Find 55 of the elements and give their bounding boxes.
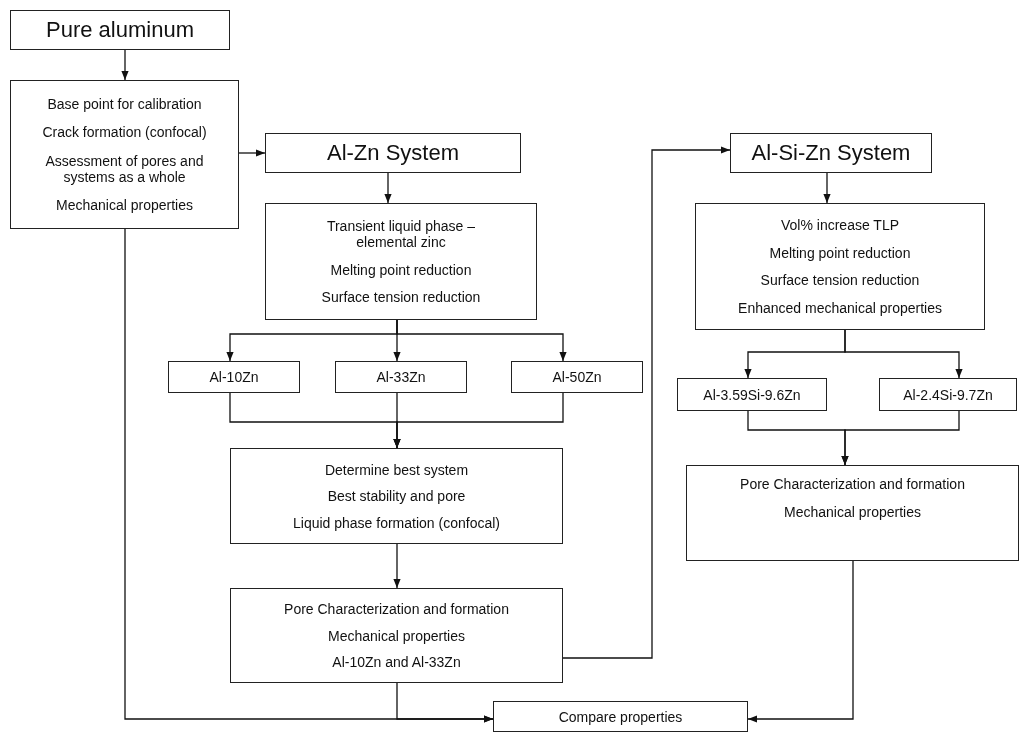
arrow	[393, 543, 401, 589]
bullet-text: Crack formation (confocal)	[42, 124, 207, 141]
box-label: Al-2.4Si-9.7Zn	[903, 386, 993, 403]
box-label: Al-Si-Zn System	[751, 141, 911, 165]
arrow	[841, 410, 960, 466]
process-box	[677, 378, 827, 411]
process-box	[265, 133, 521, 173]
box-label: Pure aluminum	[46, 18, 194, 42]
bullet-text: Transient liquid phase – elemental zinc	[325, 217, 477, 250]
process-box	[265, 203, 537, 320]
bullet-text: Mechanical properties	[56, 197, 193, 214]
arrow	[823, 172, 831, 204]
process-box	[695, 203, 985, 330]
process-box	[10, 80, 239, 229]
box-label: Al-50Zn	[552, 369, 602, 385]
bullet-text: Mechanical properties	[328, 627, 465, 644]
bullet-text: Al-10Zn and Al-33Zn	[332, 653, 461, 670]
bullet-text: Melting point reduction	[769, 244, 911, 261]
bullet-text: Melting point reduction	[330, 261, 472, 278]
process-box	[686, 465, 1019, 561]
bullet-text: Vol% increase TLP	[781, 217, 899, 234]
bullet-text: Surface tension reduction	[321, 289, 481, 306]
bullet-text: Determine best system	[324, 461, 469, 478]
arrow	[393, 392, 564, 449]
process-box	[230, 588, 563, 683]
arrow	[562, 146, 731, 659]
bullet-text: Best stability and pore	[327, 488, 466, 504]
box-label: Al-33Zn	[376, 369, 426, 385]
bullet-text: Pore Characterization and formation	[740, 476, 965, 492]
bullet-text: Base point for calibration	[47, 95, 202, 112]
arrow	[124, 228, 494, 723]
box-label: Al-Zn System	[327, 141, 459, 165]
process-box	[230, 448, 563, 544]
bullet-text: Surface tension reduction	[760, 272, 920, 289]
process-box	[730, 133, 932, 173]
bullet-text: Assessment of pores and systems as a whole	[44, 152, 205, 185]
bullet-text: Enhanced mechanical properties	[738, 299, 942, 316]
process-box	[493, 701, 748, 732]
box-label: Al-3.59Si-9.6Zn	[703, 386, 801, 403]
arrow	[844, 329, 963, 379]
arrow	[238, 149, 266, 157]
box-label: Al-10Zn	[209, 369, 259, 385]
box-label: Compare properties	[558, 708, 683, 725]
arrow	[396, 319, 567, 362]
arrow	[384, 172, 392, 204]
bullet-text: Liquid phase formation (confocal)	[293, 514, 500, 531]
bullet-text: Pore Characterization and formation	[284, 601, 509, 618]
process-box	[168, 361, 300, 393]
process-box	[10, 10, 230, 50]
process-box	[335, 361, 467, 393]
arrow	[747, 560, 854, 723]
bullet-text: Mechanical properties	[784, 504, 921, 520]
arrow	[121, 49, 129, 81]
process-box	[879, 378, 1017, 411]
process-box	[511, 361, 643, 393]
